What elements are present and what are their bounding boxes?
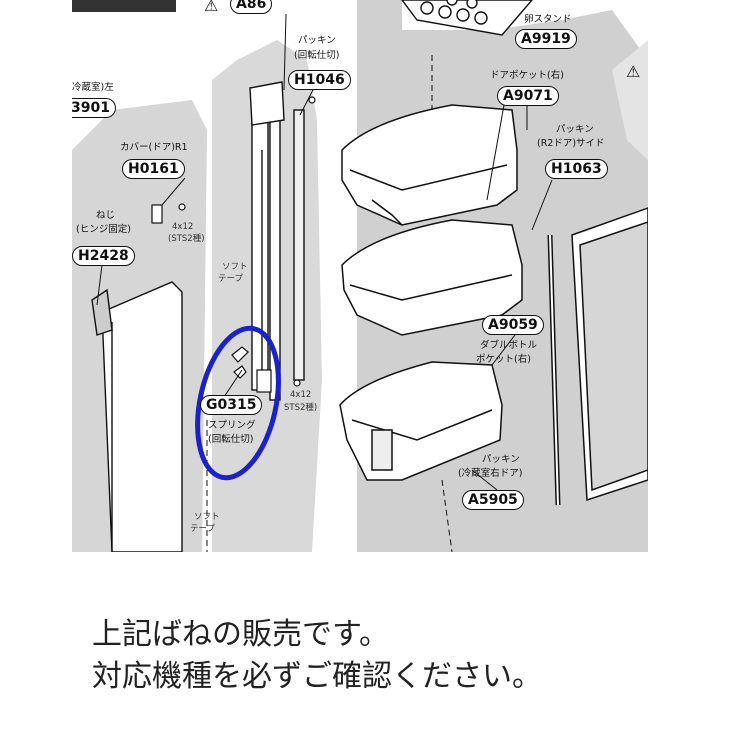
part-a9919: A9919: [515, 29, 577, 49]
part-h1046: H1046: [288, 70, 351, 90]
part-h1063: H1063: [545, 159, 608, 179]
part-3901: 3901: [72, 98, 116, 118]
highlight-circle: [195, 325, 281, 481]
label-soft-tape-3: ソフト: [194, 512, 220, 522]
label-egg-stand: 卵スタンド: [524, 14, 572, 25]
caption-line-1: 上記ばねの販売です。: [92, 617, 389, 652]
label-spring-2: (回転仕切): [208, 434, 254, 445]
label-cover-door: カバー(ドア)R1: [120, 142, 188, 153]
label-double-bottle-1: ダブルボトル: [480, 340, 538, 351]
label-packing-door-2: (冷蔵室右ドア): [458, 468, 523, 479]
part-a9059: A9059: [482, 315, 544, 335]
label-packing-side-2: (R2ドア)サイド: [537, 138, 605, 149]
warning-icon: ⚠: [204, 0, 219, 15]
part-a5905: A5905: [462, 490, 524, 510]
label-soft-tape-4: テープ: [190, 524, 215, 534]
part-h0161: H0161: [122, 159, 185, 179]
label-double-bottle-2: ポケット(右): [476, 354, 531, 365]
part-g0315: G0315: [200, 395, 263, 415]
label-soft-tape-2: テープ: [218, 274, 243, 284]
label-soft-tape-1: ソフト: [222, 262, 248, 272]
caption: 上記ばねの販売です。 対応機種を必ずご確認ください。: [92, 614, 712, 698]
label-screw-1: ねじ: [96, 210, 116, 221]
label-refrig-left: 冷蔵室)左: [72, 82, 114, 93]
label-spring-1: スプリング: [208, 420, 256, 431]
label-packing-side-1: パッキン: [556, 124, 594, 135]
label-packing-rotation-2: (回転仕切): [294, 50, 340, 61]
label-screw-size-2b: STS2種): [284, 403, 318, 413]
label-screw-size-1b: (STS2種): [168, 234, 205, 244]
part-a86: A86: [230, 0, 273, 14]
label-packing-rotation-1: パッキン: [298, 35, 336, 46]
label-door-pocket-right: ドアポケット(右): [490, 70, 564, 81]
diagram-drawing: [72, 0, 648, 552]
part-a9071: A9071: [497, 86, 559, 106]
parts-diagram: A86 A9919 A9071 H1046 3901 H0161 H2428 H…: [72, 0, 648, 552]
label-screw-size-1a: 4x12: [172, 222, 194, 232]
label-screw-size-2a: 4x12: [290, 390, 312, 400]
part-h2428: H2428: [72, 246, 135, 266]
label-screw-2: (ヒンジ固定): [76, 224, 131, 235]
warning-icon: ⚠: [626, 62, 641, 81]
caption-line-2: 対応機種を必ずご確認ください。: [92, 659, 542, 694]
label-packing-door-1: パッキン: [482, 454, 520, 465]
